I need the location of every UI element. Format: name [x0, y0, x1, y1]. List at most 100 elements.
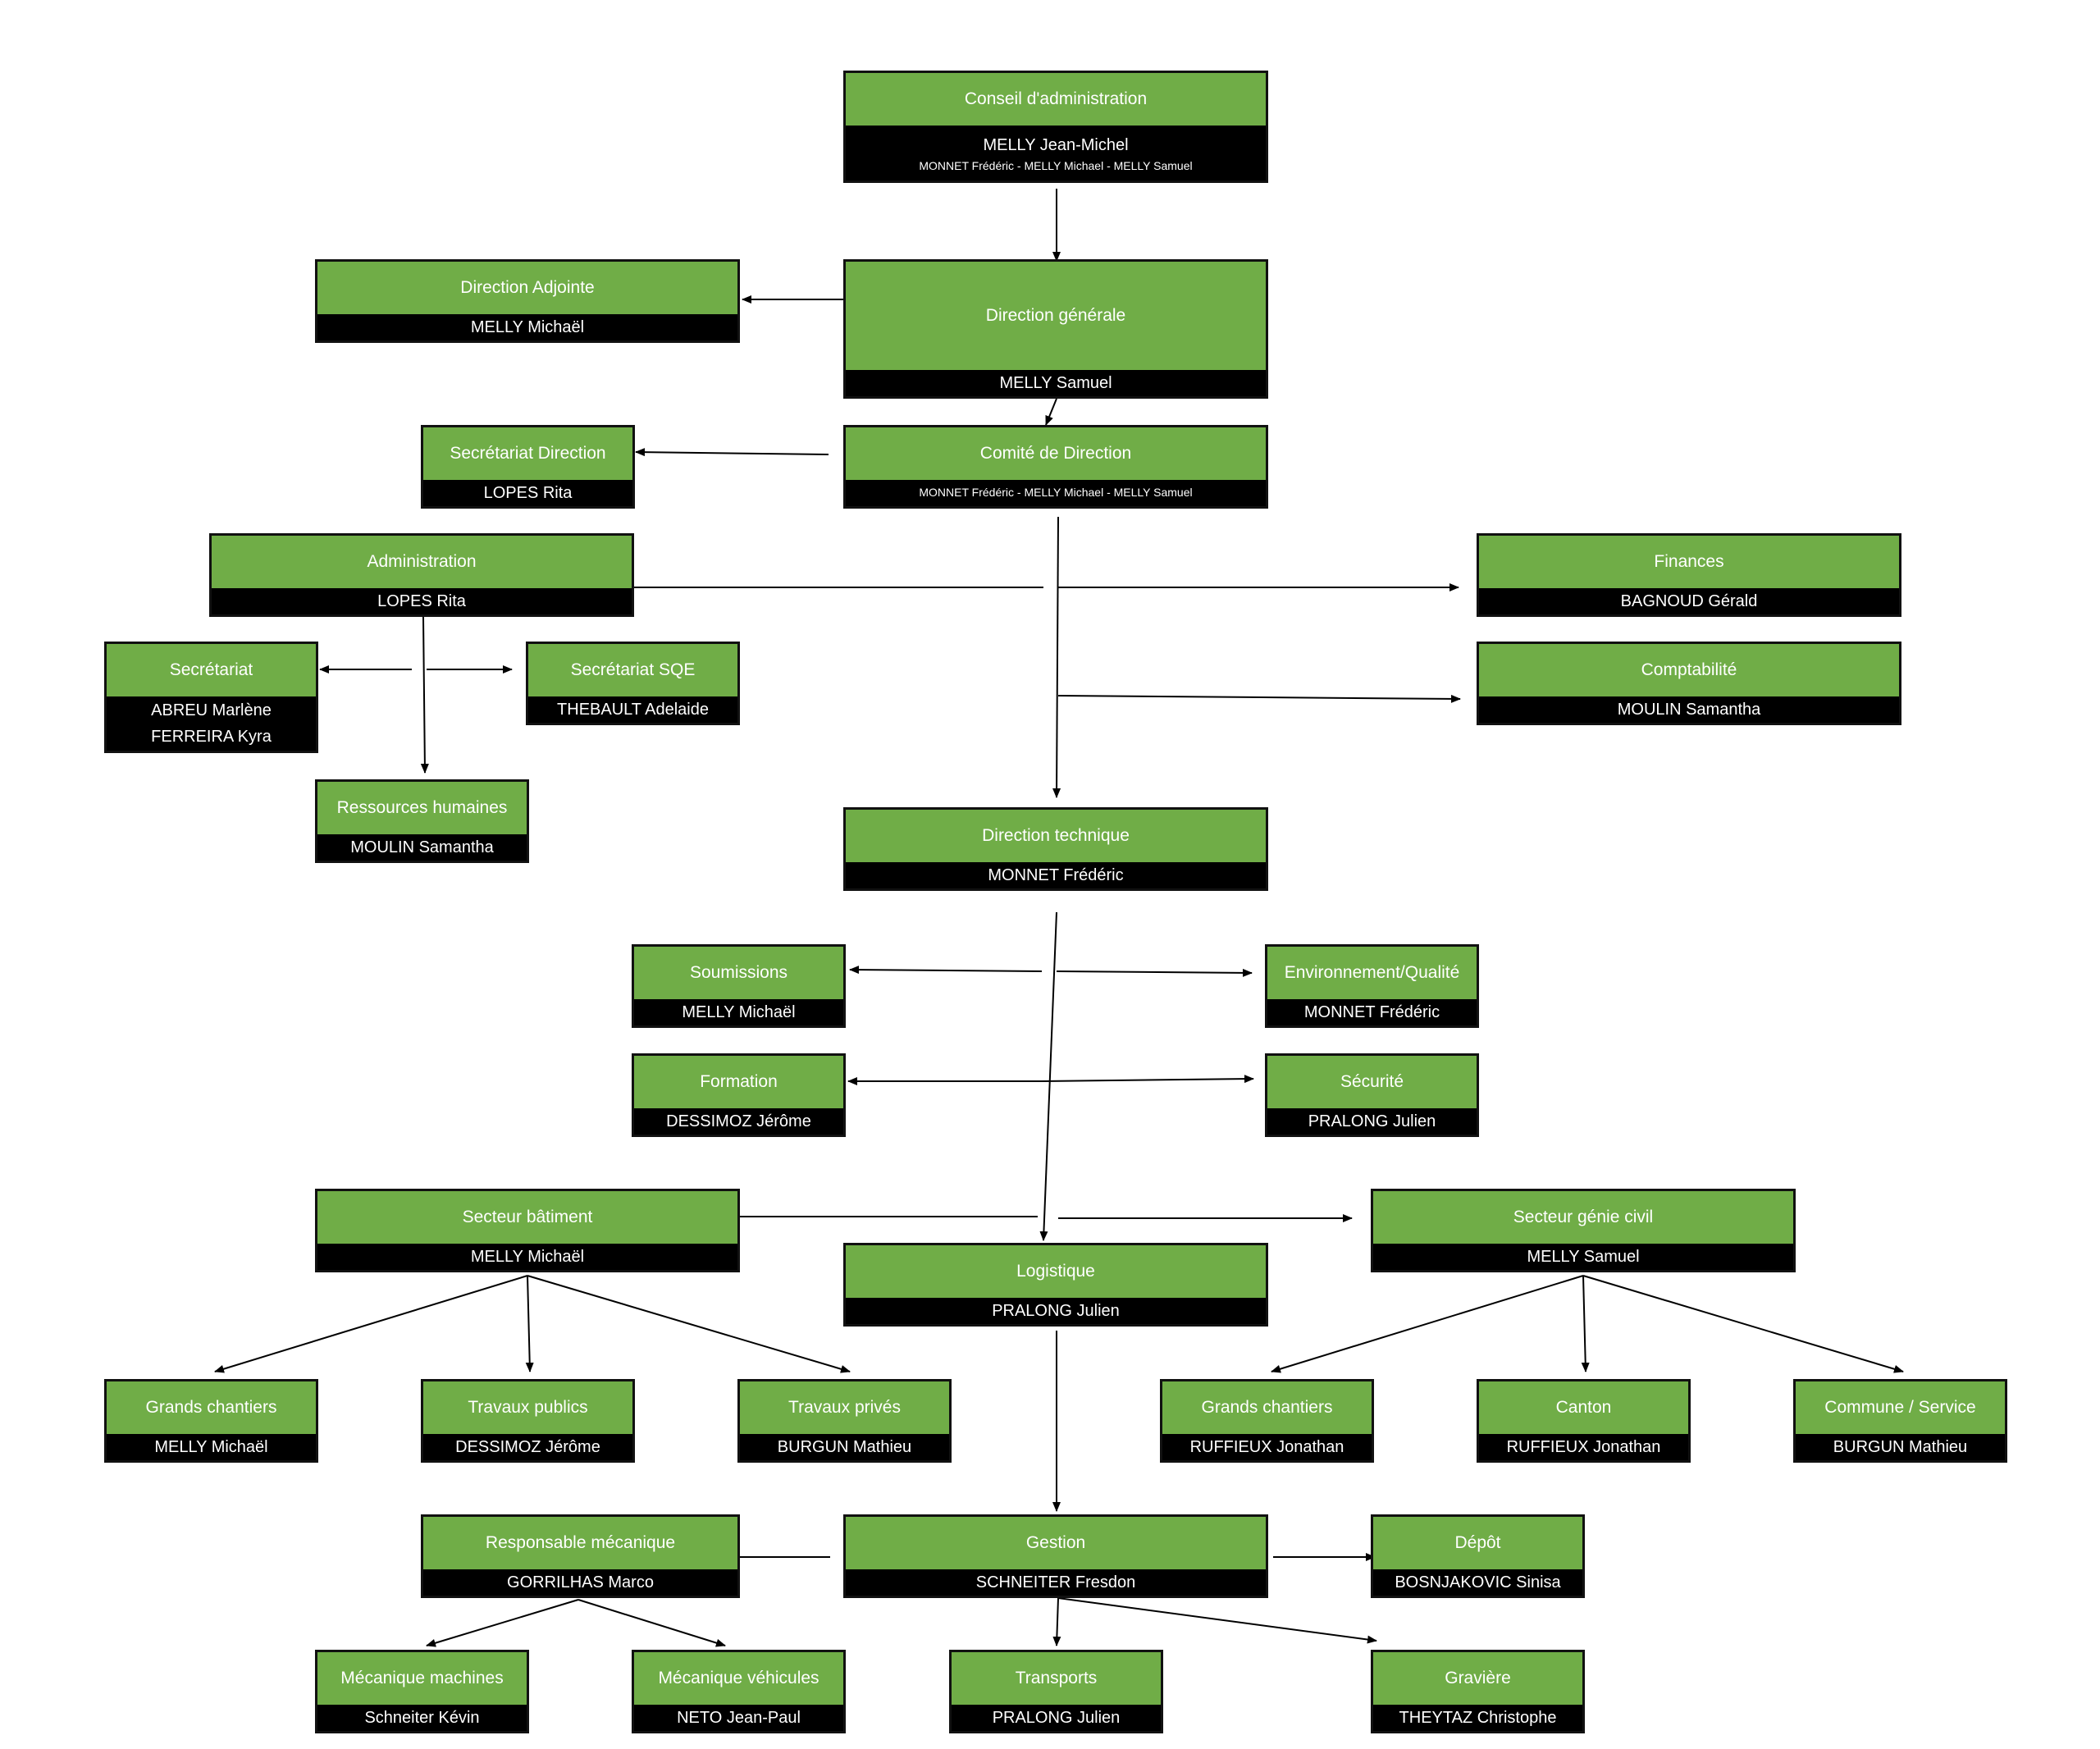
node-person: MELLY Samuel — [999, 374, 1112, 392]
node-graviere[interactable]: Gravière THEYTAZ Christophe — [1371, 1650, 1585, 1733]
node-person: PRALONG Julien — [992, 1302, 1120, 1320]
edge-gc-canton — [1581, 1275, 1590, 1372]
node-title: Secrétariat Direction — [423, 427, 632, 480]
node-title: Responsable mécanique — [423, 1517, 737, 1569]
node-secteur-genie-civil[interactable]: Secteur génie civil MELLY Samuel — [1371, 1189, 1796, 1272]
node-person-2: FERREIRA Kyra — [151, 728, 272, 746]
node-responsable-mecanique[interactable]: Responsable mécanique GORRILHAS Marco — [421, 1514, 740, 1598]
node-title: Comité de Direction — [846, 427, 1266, 480]
edge-gestion-transports — [1052, 1597, 1061, 1646]
node-title: Comptabilité — [1479, 644, 1899, 696]
node-title: Direction technique — [846, 810, 1266, 862]
node-direction-technique[interactable]: Direction technique MONNET Frédéric — [843, 807, 1268, 891]
node-secteur-batiment[interactable]: Secteur bâtiment MELLY Michaël — [315, 1189, 740, 1272]
node-travaux-prives[interactable]: Travaux privés BURGUN Mathieu — [737, 1379, 952, 1463]
node-person: THEYTAZ Christophe — [1399, 1709, 1557, 1727]
edge-trunk-comptabilite — [1057, 694, 1461, 703]
node-person: MOULIN Samantha — [350, 838, 494, 856]
node-administration[interactable]: Administration LOPES Rita — [209, 533, 634, 617]
node-title: Secrétariat SQE — [528, 644, 737, 696]
node-travaux-publics[interactable]: Travaux publics DESSIMOZ Jérôme — [421, 1379, 635, 1463]
node-person: MOULIN Samantha — [1617, 701, 1761, 719]
node-person: MELLY Michaël — [470, 1248, 585, 1266]
edge-comite-technique — [1052, 516, 1061, 798]
node-person: LOPES Rita — [377, 592, 466, 610]
node-commune-service[interactable]: Commune / Service BURGUN Mathieu — [1793, 1379, 2007, 1463]
node-title: Secrétariat — [107, 644, 316, 696]
node-canton[interactable]: Canton RUFFIEUX Jonathan — [1477, 1379, 1691, 1463]
node-secretariat-direction[interactable]: Secrétariat Direction LOPES Rita — [421, 425, 635, 509]
node-formation[interactable]: Formation DESSIMOZ Jérôme — [632, 1053, 846, 1137]
node-person: Schneiter Kévin — [364, 1709, 480, 1727]
node-person: GORRILHAS Marco — [507, 1573, 654, 1591]
node-title: Canton — [1479, 1381, 1688, 1434]
node-person: MELLY Jean-Michel — [983, 135, 1129, 154]
node-environnement-qualite[interactable]: Environnement/Qualité MONNET Frédéric — [1265, 944, 1479, 1028]
node-secretariat-sqe[interactable]: Secrétariat SQE THEBAULT Adelaide — [526, 642, 740, 725]
node-person: THEBAULT Adelaide — [557, 701, 709, 719]
edge-batiment-grands-chantiers — [214, 1275, 528, 1373]
edge-direction-comite — [1045, 398, 1057, 426]
node-direction-adjointe[interactable]: Direction Adjointe MELLY Michaël — [315, 259, 740, 343]
node-person: DESSIMOZ Jérôme — [455, 1438, 600, 1456]
node-person: BAGNOUD Gérald — [1620, 592, 1758, 610]
node-secretariat[interactable]: Secrétariat ABREU Marlène FERREIRA Kyra — [104, 642, 318, 753]
node-mecanique-vehicules[interactable]: Mécanique véhicules NETO Jean-Paul — [632, 1650, 846, 1733]
node-title: Dépôt — [1373, 1517, 1582, 1569]
node-person: NETO Jean-Paul — [677, 1709, 801, 1727]
node-securite[interactable]: Sécurité PRALONG Julien — [1265, 1053, 1479, 1137]
node-person: MELLY Michaël — [154, 1438, 268, 1456]
edge-technique-logistique — [1039, 911, 1057, 1241]
node-logistique[interactable]: Logistique PRALONG Julien — [843, 1243, 1268, 1327]
node-title: Secteur bâtiment — [317, 1191, 737, 1244]
node-grands-chantiers-genie-civil[interactable]: Grands chantiers RUFFIEUX Jonathan — [1160, 1379, 1374, 1463]
node-title: Administration — [212, 536, 632, 588]
node-title: Gestion — [846, 1517, 1266, 1569]
node-title: Logistique — [846, 1245, 1266, 1298]
node-person: DESSIMOZ Jérôme — [666, 1112, 811, 1130]
node-person: MONNET Frédéric — [988, 866, 1124, 884]
node-title: Ressources humaines — [317, 782, 527, 834]
node-gestion[interactable]: Gestion SCHNEITER Fresdon — [843, 1514, 1268, 1598]
node-transports[interactable]: Transports PRALONG Julien — [949, 1650, 1163, 1733]
node-title: Formation — [634, 1056, 843, 1108]
node-conseil-administration[interactable]: Conseil d'administration MELLY Jean-Mich… — [843, 71, 1268, 183]
node-person: MELLY Michaël — [682, 1003, 796, 1021]
node-title: Mécanique véhicules — [634, 1652, 843, 1705]
edge-tech-environnement — [1056, 968, 1253, 977]
node-person: ABREU Marlène — [151, 701, 272, 719]
node-finances[interactable]: Finances BAGNOUD Gérald — [1477, 533, 1901, 617]
edge-admin-rh — [420, 616, 429, 774]
node-title: Travaux publics — [423, 1381, 632, 1434]
node-person: MONNET Frédéric — [1303, 1003, 1440, 1021]
node-title: Grands chantiers — [107, 1381, 316, 1434]
node-person: BOSNJAKOVIC Sinisa — [1395, 1573, 1561, 1591]
node-title: Conseil d'administration — [846, 73, 1266, 126]
node-title: Commune / Service — [1796, 1381, 2005, 1434]
node-title: Secteur génie civil — [1373, 1191, 1793, 1244]
node-members: MONNET Frédéric - MELLY Michael - MELLY … — [919, 486, 1193, 500]
node-direction-generale[interactable]: Direction générale MELLY Samuel — [843, 259, 1268, 399]
node-comite-direction[interactable]: Comité de Direction MONNET Frédéric - ME… — [843, 425, 1268, 509]
edge-comite-secretariat — [635, 448, 829, 457]
node-title: Sécurité — [1267, 1056, 1477, 1108]
node-person: RUFFIEUX Jonathan — [1189, 1438, 1344, 1456]
node-members: MONNET Frédéric - MELLY Michael - MELLY … — [919, 158, 1193, 172]
edge-batiment-travaux-publics — [525, 1275, 534, 1372]
node-depot[interactable]: Dépôt BOSNJAKOVIC Sinisa — [1371, 1514, 1585, 1598]
node-soumissions[interactable]: Soumissions MELLY Michaël — [632, 944, 846, 1028]
edge-gc-commune — [1582, 1275, 1904, 1373]
node-ressources-humaines[interactable]: Ressources humaines MOULIN Samantha — [315, 779, 529, 863]
node-person: MELLY Samuel — [1527, 1248, 1640, 1266]
node-title: Gravière — [1373, 1652, 1582, 1705]
node-person: SCHNEITER Fresdon — [975, 1573, 1136, 1591]
node-mecanique-machines[interactable]: Mécanique machines Schneiter Kévin — [315, 1650, 529, 1733]
node-comptabilite[interactable]: Comptabilité MOULIN Samantha — [1477, 642, 1901, 725]
edge-batiment-travaux-prives — [527, 1275, 851, 1373]
node-title: Direction générale — [846, 262, 1266, 370]
node-person: MELLY Michaël — [470, 318, 585, 336]
node-person: RUFFIEUX Jonathan — [1506, 1438, 1661, 1456]
node-person: BURGUN Mathieu — [1833, 1438, 1968, 1456]
node-grands-chantiers-batiment[interactable]: Grands chantiers MELLY Michaël — [104, 1379, 318, 1463]
